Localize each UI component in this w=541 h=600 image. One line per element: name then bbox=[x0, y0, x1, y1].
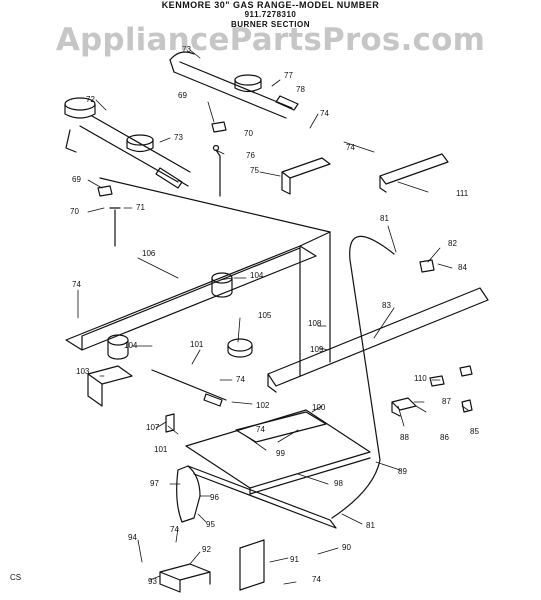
section-title: BURNER SECTION bbox=[230, 20, 310, 29]
part-callout-99: 99 bbox=[276, 449, 285, 458]
part-callout-74: 74 bbox=[320, 109, 329, 118]
mounting-block bbox=[159, 563, 211, 593]
part-callout-74: 74 bbox=[236, 375, 245, 384]
part-callout-78: 78 bbox=[296, 85, 305, 94]
part-callout-88: 88 bbox=[400, 433, 409, 442]
spacer-upper bbox=[211, 272, 233, 298]
igniter-wire bbox=[151, 369, 227, 401]
model-number: 911.7278310 bbox=[244, 10, 297, 19]
regulator bbox=[391, 397, 417, 417]
burner-box-side bbox=[299, 231, 331, 377]
part-callout-70: 70 bbox=[70, 207, 79, 216]
valve-knob bbox=[227, 338, 253, 358]
control-bracket bbox=[87, 365, 133, 407]
part-callout-89: 89 bbox=[398, 467, 407, 476]
part-callout-73: 73 bbox=[174, 133, 183, 142]
part-callout-108: 108 bbox=[308, 319, 322, 328]
part-callout-100: 100 bbox=[312, 403, 326, 412]
spark-bracket-upper bbox=[211, 121, 227, 133]
part-callout-104: 104 bbox=[124, 341, 138, 350]
diagram-title: KENMORE 30" GAS RANGE--MODEL NUMBER bbox=[161, 0, 380, 10]
igniter-screw bbox=[109, 207, 121, 247]
part-callout-109: 109 bbox=[310, 345, 324, 354]
part-callout-77: 77 bbox=[284, 71, 293, 80]
part-callout-101: 101 bbox=[154, 445, 168, 454]
burner-box-channel bbox=[65, 245, 317, 351]
part-callout-98: 98 bbox=[334, 479, 343, 488]
part-callout-111: 111 bbox=[456, 189, 469, 198]
part-callout-74: 74 bbox=[72, 280, 81, 289]
air-shutter bbox=[176, 465, 201, 523]
part-callout-93: 93 bbox=[148, 577, 157, 586]
part-callout-69: 69 bbox=[178, 91, 187, 100]
part-callout-76: 76 bbox=[246, 151, 255, 160]
part-callout-69: 69 bbox=[72, 175, 81, 184]
part-callout-90: 90 bbox=[342, 543, 351, 552]
clip-107 bbox=[165, 413, 175, 433]
rear-bracket-91 bbox=[239, 539, 265, 591]
part-callout-102: 102 bbox=[256, 401, 270, 410]
part-callout-70: 70 bbox=[244, 129, 253, 138]
part-callout-81: 81 bbox=[380, 214, 389, 223]
part-callout-74: 74 bbox=[312, 575, 321, 584]
part-callout-94: 94 bbox=[128, 533, 137, 542]
part-callout-103: 103 bbox=[76, 367, 90, 376]
part-callout-97: 97 bbox=[150, 479, 159, 488]
part-callout-73: 73 bbox=[182, 45, 191, 54]
part-callout-106: 106 bbox=[142, 249, 156, 258]
valve-bracket bbox=[429, 365, 473, 387]
igniter-electrode bbox=[215, 149, 221, 197]
gas-supply-tube bbox=[331, 235, 395, 519]
spacer-lower bbox=[107, 334, 129, 360]
part-callout-105: 105 bbox=[258, 311, 272, 320]
part-callout-85: 85 bbox=[470, 427, 479, 436]
part-callout-96: 96 bbox=[210, 493, 219, 502]
part-callout-72: 72 bbox=[86, 95, 95, 104]
spark-bracket-left bbox=[97, 185, 113, 197]
part-callout-101: 101 bbox=[190, 340, 204, 349]
gas-manifold bbox=[267, 287, 489, 393]
part-callout-87: 87 bbox=[442, 397, 451, 406]
part-callout-107: 107 bbox=[146, 423, 160, 432]
orifice-fitting bbox=[419, 259, 435, 273]
left-burner-assembly bbox=[64, 97, 191, 189]
part-callout-95: 95 bbox=[206, 520, 215, 529]
valve-clip bbox=[461, 399, 473, 413]
part-callout-84: 84 bbox=[458, 263, 467, 272]
part-callout-74: 74 bbox=[256, 425, 265, 434]
rear-shield bbox=[379, 153, 449, 193]
rear-burner-assembly bbox=[169, 51, 299, 119]
burner-support-bracket bbox=[281, 157, 331, 195]
part-callout-91: 91 bbox=[290, 555, 299, 564]
part-callout-71: 71 bbox=[136, 203, 145, 212]
part-callout-75: 75 bbox=[250, 166, 259, 175]
part-callout-110: 110 bbox=[414, 374, 427, 383]
part-callout-74: 74 bbox=[346, 143, 355, 152]
part-callout-74: 74 bbox=[170, 525, 179, 534]
part-callout-83: 83 bbox=[382, 301, 391, 310]
part-callout-82: 82 bbox=[448, 239, 457, 248]
part-callout-81: 81 bbox=[366, 521, 375, 530]
part-callout-86: 86 bbox=[440, 433, 449, 442]
part-callout-92: 92 bbox=[202, 545, 211, 554]
watermark: AppliancePartsPros.com bbox=[55, 22, 486, 58]
part-callout-104: 104 bbox=[250, 271, 264, 280]
corner-code: CS bbox=[10, 573, 22, 582]
